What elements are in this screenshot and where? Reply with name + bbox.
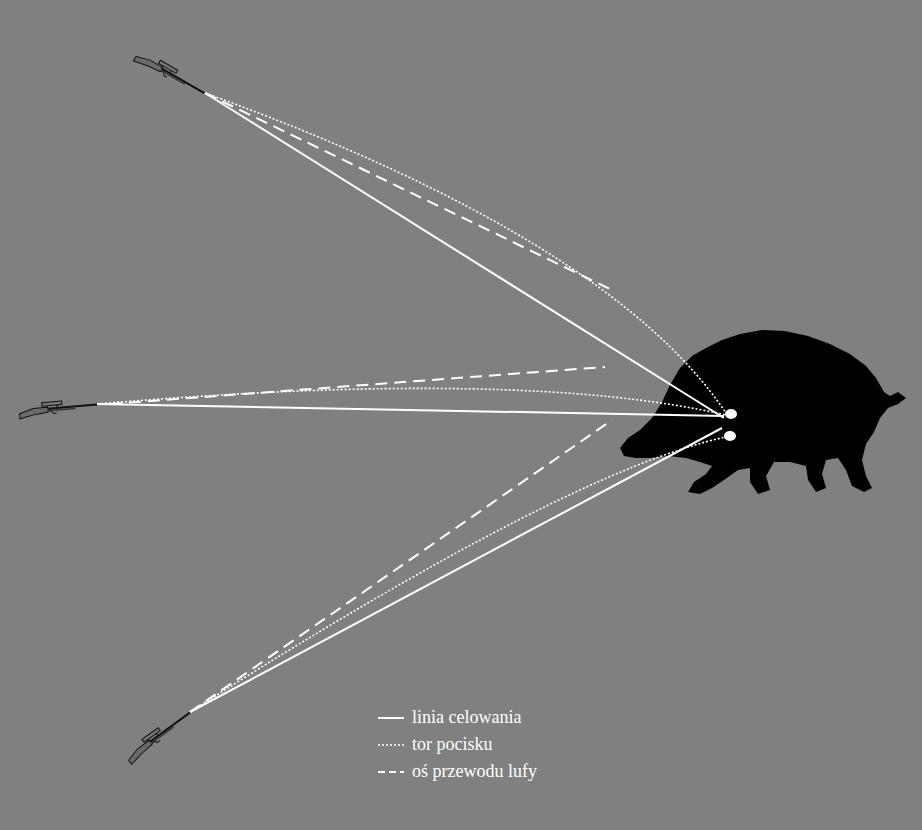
bullet-trajectory (97, 388, 726, 415)
rifle-bottom (123, 707, 194, 764)
aiming-line (190, 428, 722, 712)
aim-point (724, 431, 736, 441)
barrel-axis (110, 367, 605, 404)
aiming-line (205, 93, 724, 418)
bullet-trajectory (205, 93, 726, 413)
boar-silhouette (620, 330, 906, 494)
legend-label: tor pocisku (412, 735, 493, 753)
barrel-axis (205, 93, 612, 290)
legend-label: oś przewodu lufy (412, 762, 537, 780)
aim-point (725, 409, 737, 419)
barrel-axis (190, 420, 612, 712)
legend-line-sample (378, 771, 404, 773)
rifle-top (133, 49, 208, 100)
legend-line-sample (378, 744, 404, 746)
bullet-trajectory (190, 437, 726, 712)
legend-label: linia celowania (412, 708, 521, 726)
rifle-middle (19, 398, 98, 419)
legend-line-sample (378, 717, 404, 719)
aiming-line (97, 404, 724, 416)
